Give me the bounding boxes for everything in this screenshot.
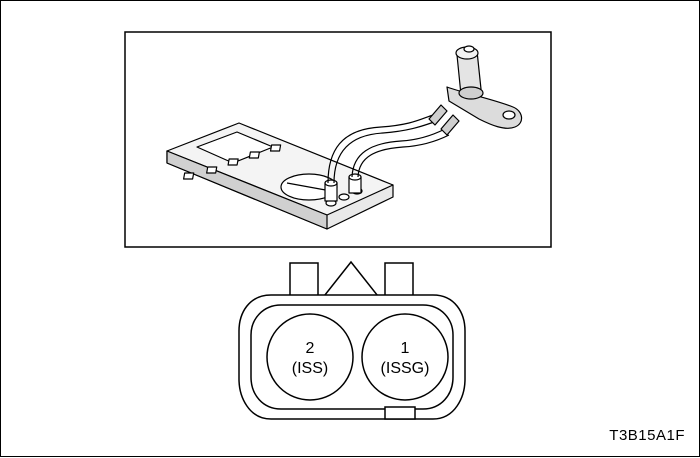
figure-code: T3B15A1F [609, 427, 685, 444]
pin-2-number: 2 [306, 340, 315, 357]
pin-1-label: (ISSG) [381, 360, 430, 377]
probe-leads [327, 114, 450, 184]
pin-2-cavity [266, 313, 354, 401]
pin-1-cavity [361, 313, 449, 401]
speed-sensor-icon [428, 45, 523, 136]
connector-icon [238, 260, 466, 420]
multimeter-icon [166, 122, 394, 230]
pin-1-number: 1 [401, 340, 410, 357]
pin-2-label: (ISS) [292, 360, 328, 377]
